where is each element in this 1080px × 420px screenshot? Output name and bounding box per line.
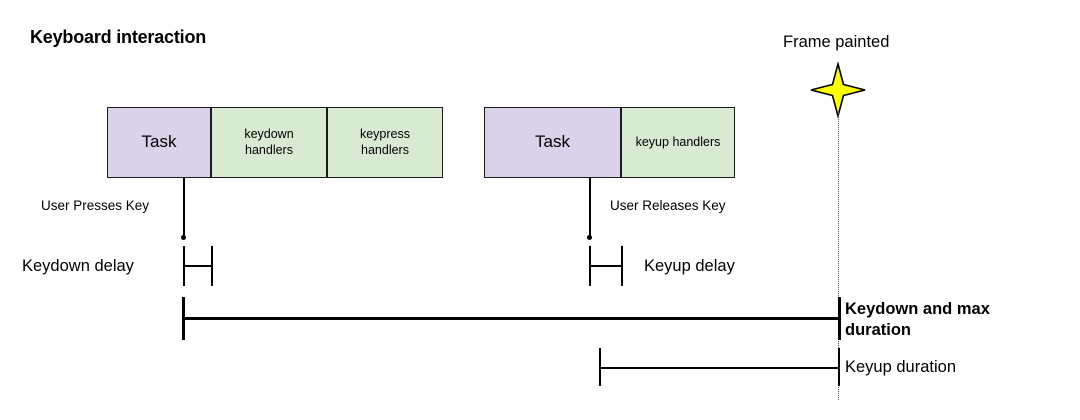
user-releases-key-label: User Releases Key [610, 198, 726, 213]
sparkle-star-icon [810, 62, 866, 118]
handler-box-keyup: keyup handlers [621, 107, 735, 178]
task-box-keydown-label: Task [141, 132, 177, 152]
keydown-max-duration-end-tick [838, 297, 842, 340]
page-title: Keyboard interaction [30, 27, 207, 47]
handler-box-keydown-line2: handlers [245, 142, 293, 157]
frame-painted-guideline [838, 112, 839, 400]
keydown-delay-span [183, 265, 212, 267]
handler-box-keypress: keypress handlers [327, 107, 443, 178]
keyup-duration-label: Keyup duration [845, 358, 956, 376]
handler-box-keypress-line2: handlers [361, 142, 409, 157]
keyup-delay-label: Keyup delay [644, 257, 735, 275]
keyup-event-pointer-dot [587, 235, 592, 240]
handler-box-keydown: keydown handlers [211, 107, 327, 178]
user-presses-key-label: User Presses Key [41, 198, 150, 213]
handler-box-keyup-label: keyup handlers [635, 134, 721, 149]
keydown-max-duration-label: Keydown and max duration [845, 300, 990, 340]
handler-box-keydown-line1: keydown [244, 127, 294, 142]
task-box-keydown: Task [107, 107, 211, 178]
handler-box-keypress-line1: keypress [359, 127, 411, 142]
keyup-delay-span [589, 265, 622, 267]
keydown-max-duration-span [182, 317, 841, 321]
keyup-duration-span [599, 367, 839, 369]
keydown-event-pointer-line [183, 178, 185, 238]
keyup-duration-end-tick [838, 348, 840, 386]
frame-painted-label: Frame painted [783, 33, 890, 51]
keydown-event-pointer-dot [181, 235, 186, 240]
task-box-keyup-label: Task [535, 132, 570, 152]
keydown-delay-label: Keydown delay [22, 257, 134, 275]
keyup-event-pointer-line [589, 178, 591, 238]
task-box-keyup: Task [484, 107, 621, 178]
